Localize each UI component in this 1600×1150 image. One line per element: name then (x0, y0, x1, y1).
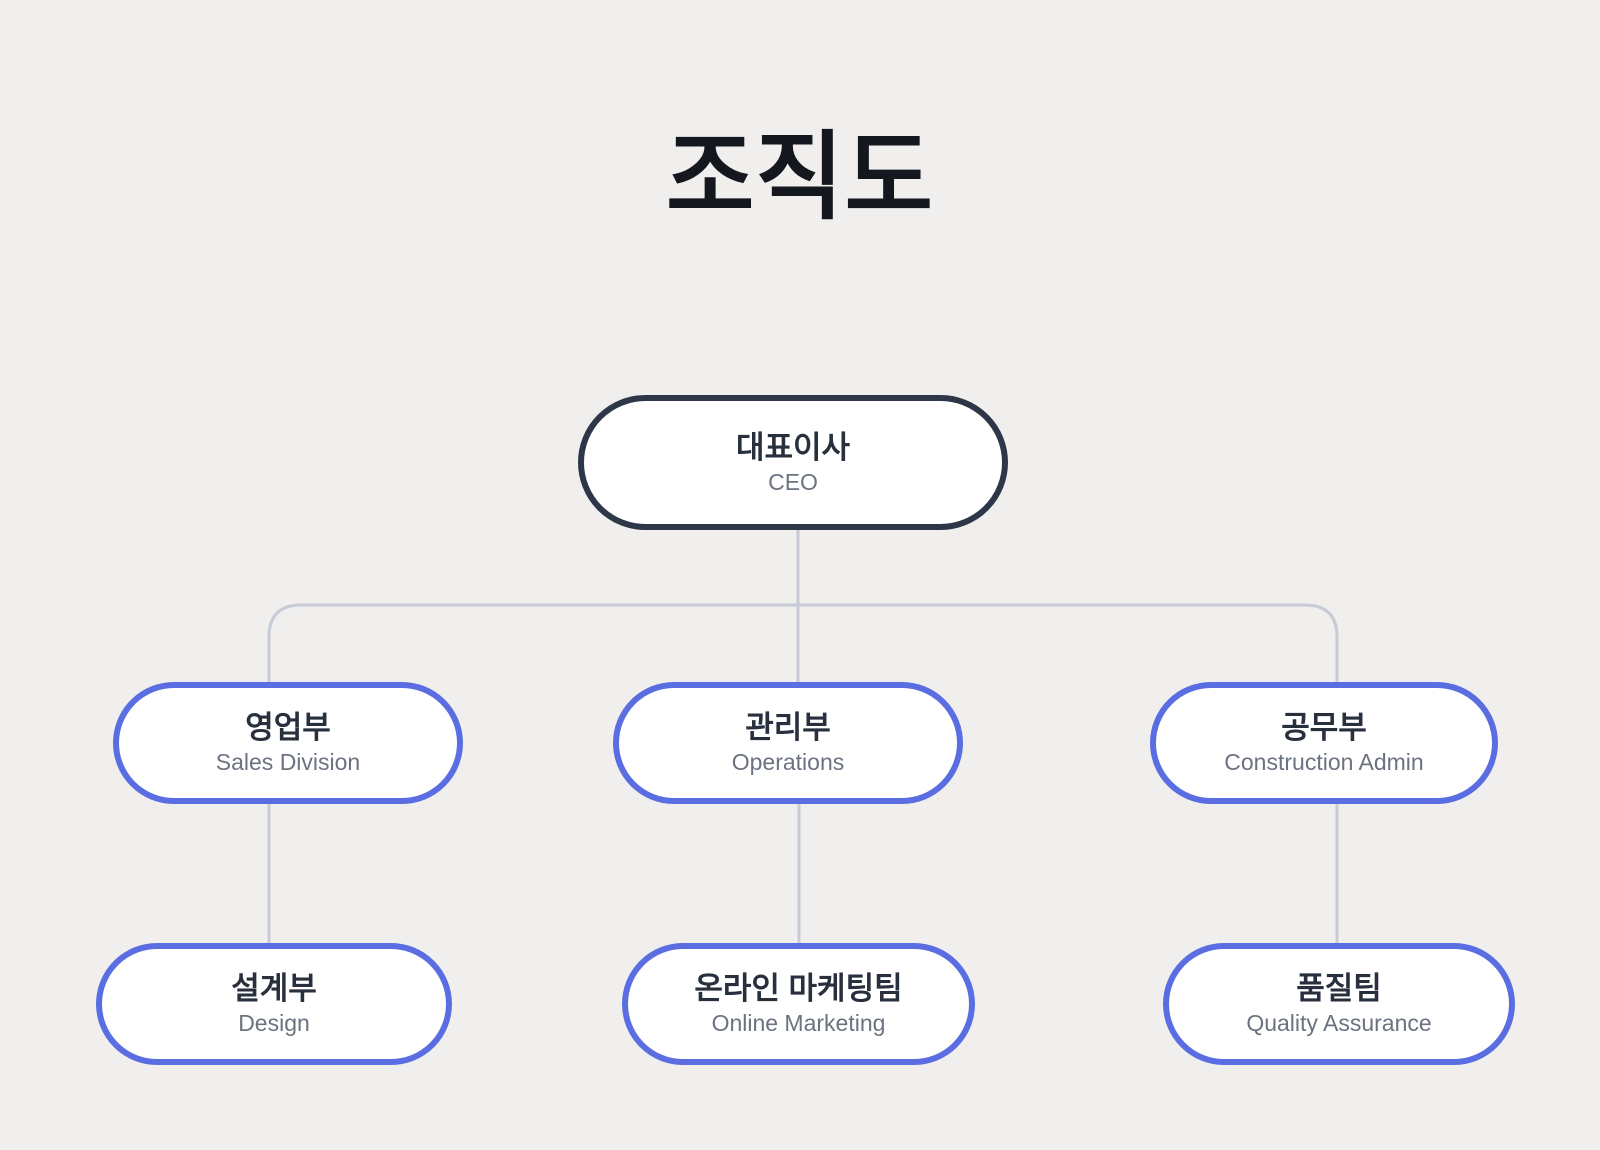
org-node-title: 온라인 마케팅팀 (694, 971, 903, 1007)
org-node-subtitle: Construction Admin (1224, 749, 1424, 776)
connector-rail (267, 603, 1339, 682)
org-node-title: 관리부 (745, 710, 831, 746)
org-node-ceo: 대표이사 CEO (578, 395, 1008, 530)
org-node-subtitle: Operations (731, 749, 845, 776)
org-node-subtitle: Online Marketing (711, 1010, 886, 1037)
org-node-subtitle: Sales Division (215, 749, 361, 776)
page-title: 조직도 (666, 124, 934, 231)
org-node-operations: 관리부 Operations (613, 682, 963, 804)
org-node-title: 설계부 (231, 971, 317, 1007)
org-node-ceo-subtitle: CEO (768, 468, 818, 495)
org-node-online-marketing: 온라인 마케팅팀 Online Marketing (622, 943, 975, 1065)
org-node-construction-admin: 공무부 Construction Admin (1150, 682, 1498, 804)
org-node-subtitle: Design (238, 1010, 310, 1037)
org-node-title: 영업부 (245, 710, 331, 746)
org-node-sales-division: 영업부 Sales Division (113, 682, 463, 804)
org-node-quality-assurance: 품질팀 Quality Assurance (1163, 943, 1515, 1065)
org-node-ceo-title: 대표이사 (735, 429, 851, 465)
org-node-subtitle: Quality Assurance (1246, 1010, 1432, 1037)
org-node-title: 품질팀 (1296, 971, 1382, 1007)
org-node-design: 설계부 Design (96, 943, 452, 1065)
org-node-title: 공무부 (1281, 710, 1367, 746)
